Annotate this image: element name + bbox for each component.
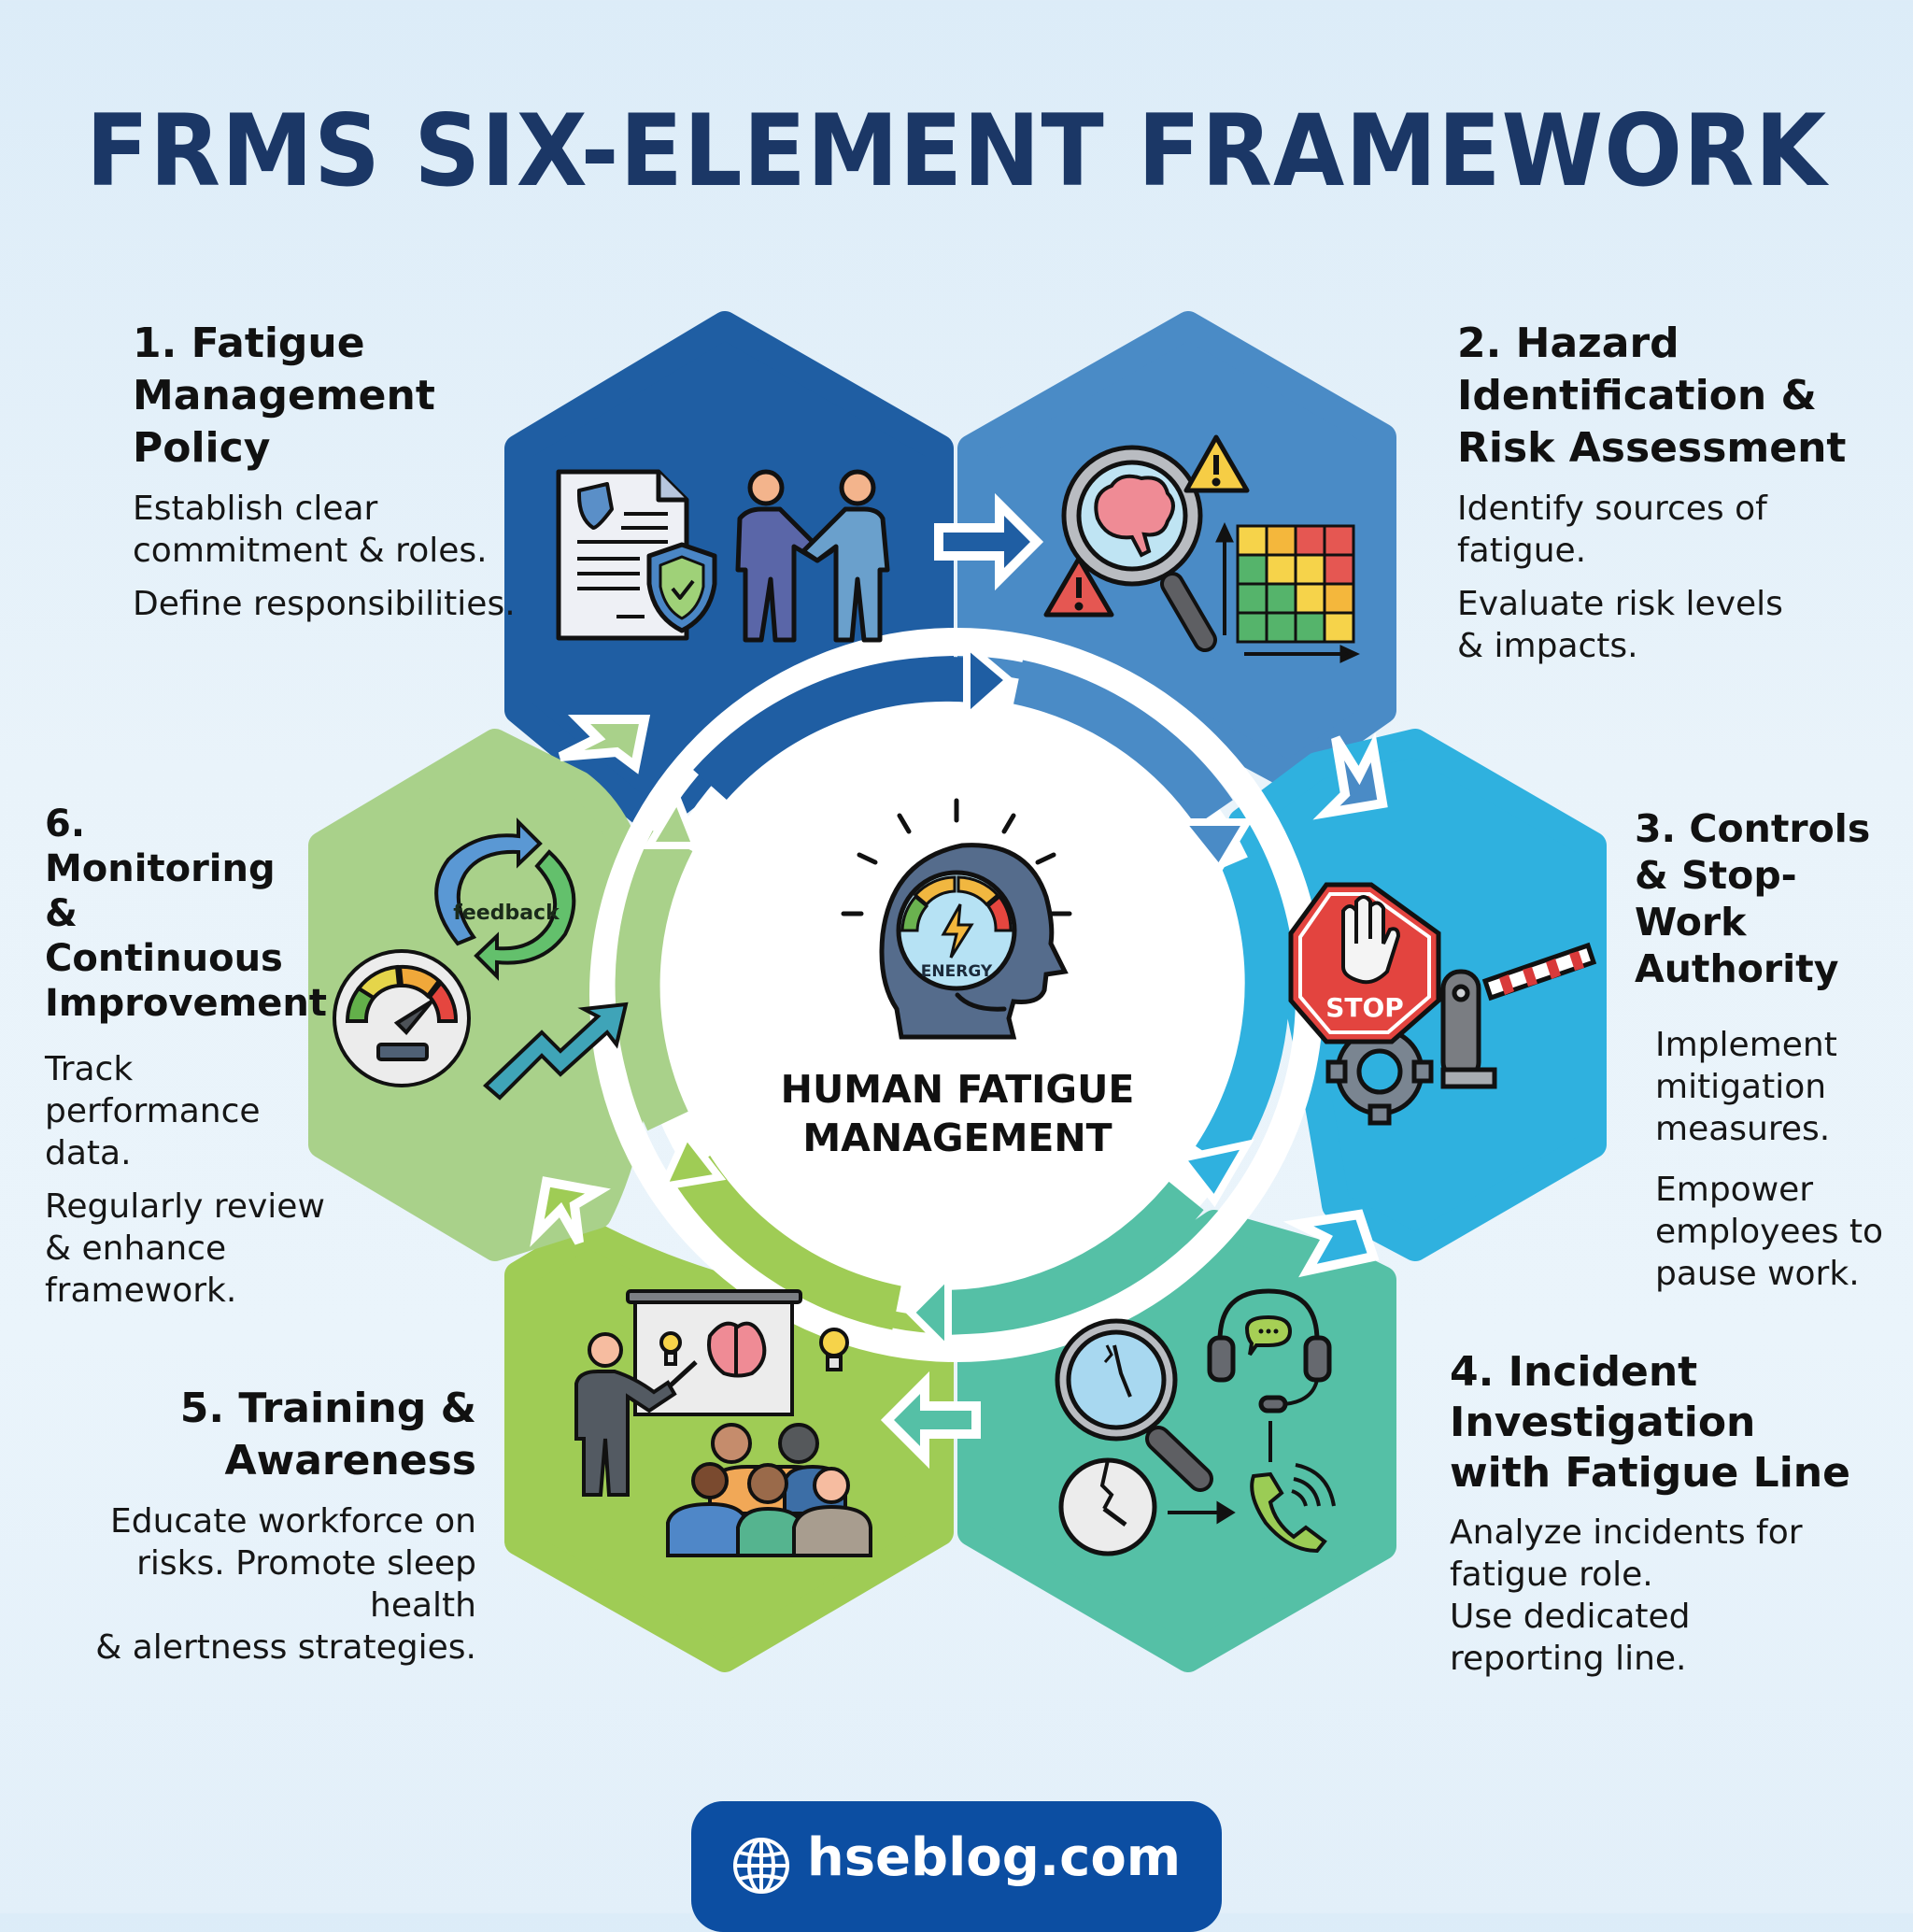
element-1-desc-1: Establish clear commitment & roles. [133, 490, 488, 570]
cycle-arrowheads [642, 636, 1255, 1359]
element-6-label: 6. Monitoring & Continuous Improvement T… [45, 802, 328, 1312]
risk-matrix [1236, 524, 1355, 644]
element-6-heading: 6. Monitoring & Continuous Improvement [45, 803, 328, 1025]
connector-arrows [530, 492, 1388, 1470]
element-4-heading: 4. Incident Investigation with Fatigue L… [1450, 1348, 1850, 1497]
element-5-label: 5. Training & Awareness Educate workforc… [37, 1383, 476, 1669]
element-6-desc-1: Track performance data. [45, 1050, 261, 1172]
center-title-line2: MANAGEMENT [802, 1115, 1112, 1160]
element-2-desc-2: Evaluate risk levels & impacts. [1457, 585, 1783, 665]
connector-4-to-5 [880, 1371, 981, 1470]
feedback-arrow-blue [434, 817, 543, 946]
presenter-head [588, 1332, 623, 1368]
element-5-heading: 5. Training & Awareness [179, 1385, 476, 1485]
lightbulb-icon [819, 1328, 849, 1357]
arrowhead-3-to-4 [1174, 1139, 1255, 1208]
feedback-gauge-trend-icon: feedback [333, 817, 629, 1101]
center-title: HUMAN FATIGUE MANAGEMENT [738, 1065, 1177, 1162]
lightbulb-icon [659, 1331, 682, 1354]
arrowhead-6-to-1 [642, 790, 701, 849]
connector-5-to-6 [530, 1176, 611, 1247]
brain-magnifier-risk-matrix-icon [1043, 434, 1360, 663]
element-4-desc-1: Analyze incidents for fatigue role. Use … [1450, 1513, 1803, 1678]
globe-icon [732, 1838, 789, 1894]
connector-6-to-1 [558, 715, 651, 774]
cycle-arrows [615, 656, 1290, 1335]
element-2-desc-1: Identify sources of fatigue. [1457, 490, 1767, 570]
arrowhead-1-to-2 [963, 636, 1015, 726]
element-5-desc-1: Educate workforce on risks. Promote slee… [95, 1502, 476, 1667]
energy-label: ENERGY [921, 962, 993, 981]
element-2-heading: 2. Hazard Identification & Risk Assessme… [1457, 320, 1847, 472]
footer-website-badge[interactable]: hseblog.com [691, 1801, 1222, 1932]
lightning-bolt-icon [941, 903, 974, 959]
light-rays [841, 798, 1072, 916]
connector-3-to-4 [1282, 1209, 1380, 1278]
training-presentation-icon [574, 1289, 872, 1557]
element-3-label: 3. Controls & Stop-Work Authority Implem… [1635, 805, 1906, 1295]
trend-arrow-icon [483, 1002, 629, 1101]
element-3-desc-1: Implement mitigation measures. [1655, 1026, 1837, 1148]
feedback-arrow-green [474, 849, 576, 981]
connector-1-to-2 [934, 492, 1044, 591]
element-6-desc-2: Regularly review & enhance framework. [45, 1187, 325, 1310]
page-title: FRMS SIX-ELEMENT FRAMEWORK [85, 93, 1828, 208]
arrowhead-4-to-5 [905, 1266, 952, 1359]
element-3-desc-2: Empower employees to pause work. [1655, 1171, 1884, 1293]
feedback-label: feedback [453, 902, 560, 925]
phone-icon [1250, 1471, 1327, 1554]
clock-investigation-hotline-icon [1055, 1288, 1336, 1556]
policy-document-handshake-icon [556, 469, 890, 643]
arrowhead-5-to-6 [657, 1128, 727, 1192]
element-1-heading: 1. Fatigue Management Policy [133, 320, 435, 472]
element-2-label: 2. Hazard Identification & Risk Assessme… [1457, 318, 1887, 667]
connector-2-to-3 [1312, 732, 1388, 820]
element-1-desc-2: Define responsibilities. [133, 585, 516, 623]
broken-clock-icon [1058, 1457, 1157, 1556]
element-3-heading: 3. Controls & Stop-Work Authority [1635, 806, 1871, 991]
presenter-body [574, 1370, 677, 1497]
website-url[interactable]: hseblog.com [806, 1827, 1182, 1888]
element-1-label: 1. Fatigue Management Policy Establish c… [133, 318, 525, 625]
arrowhead-2-to-3 [1173, 818, 1254, 875]
center-title-line1: HUMAN FATIGUE [780, 1067, 1135, 1112]
stop-sign-barrier-gear-icon: STOP [1288, 882, 1597, 1126]
stop-sign-text: STOP [1325, 992, 1404, 1023]
head-energy-gauge-icon: ENERGY [841, 798, 1072, 1040]
element-4-label: 4. Incident Investigation with Fatigue L… [1450, 1347, 1889, 1680]
